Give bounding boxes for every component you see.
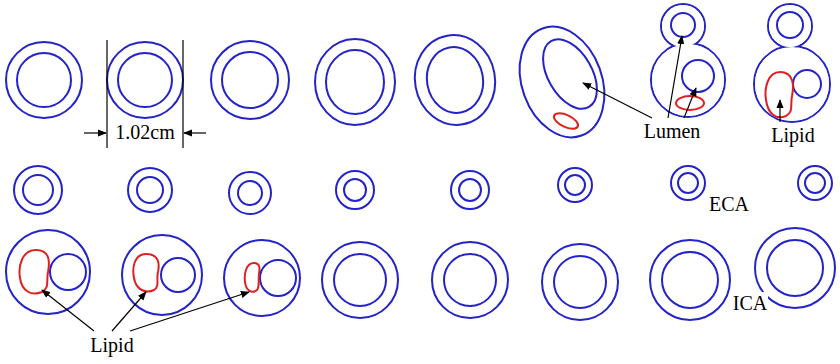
branch-label: ICA bbox=[732, 292, 768, 314]
branch-label: ECA bbox=[708, 193, 750, 215]
lumen-label: Lumen bbox=[643, 120, 702, 142]
lipid-label: Lipid bbox=[770, 124, 815, 146]
dimension-label: 1.02cm bbox=[114, 121, 175, 143]
lipid-label: Lipid bbox=[89, 334, 134, 356]
